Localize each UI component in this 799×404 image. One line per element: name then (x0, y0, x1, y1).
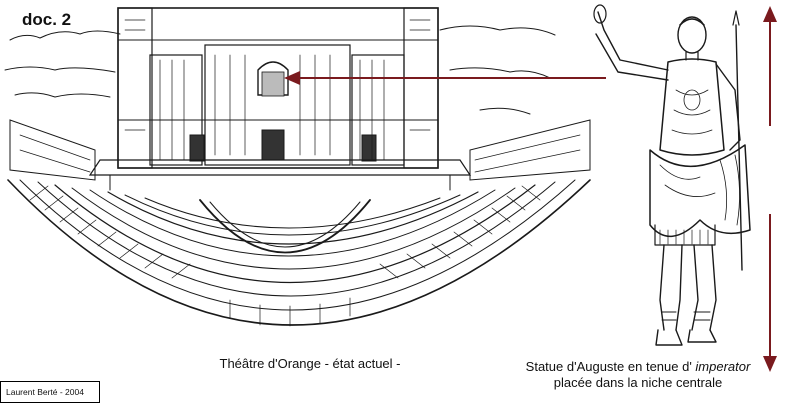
document-label: doc. 2 (22, 10, 72, 29)
theatre-drawing (4, 7, 591, 327)
theatre-caption: Théâtre d'Orange - état actuel - (219, 356, 401, 371)
height-double-arrow (763, 6, 777, 372)
statue-caption-emphasis: imperator (695, 359, 751, 374)
statue-caption-line2: placée dans la niche centrale (553, 375, 723, 390)
statue-caption: Statue d'Auguste en tenue d' imperator p… (498, 359, 778, 391)
author-credit: Laurent Berté - 2004 (0, 381, 100, 403)
statue-caption-prefix: Statue d'Auguste en tenue d' (525, 359, 696, 374)
augustus-statue-drawing (593, 4, 751, 346)
arrow-niche-to-statue (284, 71, 606, 85)
